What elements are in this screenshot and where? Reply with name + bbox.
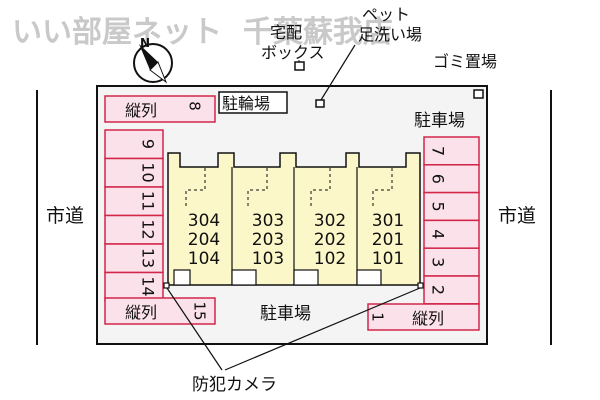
- camera-marker-right: [417, 282, 424, 289]
- pet-label-line2: 足洗い場: [358, 25, 422, 44]
- parking-number-8: 8: [186, 101, 204, 111]
- parking-number-14: 14: [139, 276, 158, 296]
- parking-column-right: 7 6 5 4 3 2: [423, 136, 480, 305]
- parking-number-15: 15: [191, 301, 209, 320]
- unit-floor2-label: 204: [188, 230, 220, 250]
- gomi-label: ゴミ置場: [433, 52, 497, 71]
- parking-number-11: 11: [139, 191, 158, 211]
- bike-parking: [218, 91, 288, 114]
- parking-number-5: 5: [429, 202, 448, 212]
- parking-column-left: 9 10 11 12 13 14: [104, 129, 164, 302]
- road-label-right: 市道: [498, 205, 536, 227]
- parking-number-12: 12: [139, 219, 158, 239]
- takuhai-label-line2: ボックス: [261, 43, 325, 62]
- unit-floor1-label: 103: [252, 249, 284, 269]
- unit-floor1-label: 102: [314, 249, 346, 269]
- unit-floor2-label: 203: [252, 230, 284, 250]
- takuhai-label-line1: 宅配: [270, 23, 302, 42]
- parking-label-bottom: 駐車場: [260, 304, 311, 324]
- pet-label-line1: ペット: [362, 5, 410, 24]
- road-label-left: 市道: [46, 205, 84, 227]
- pet-pointer: [320, 44, 356, 101]
- compass-icon: N: [133, 36, 173, 84]
- parking-number-4: 4: [429, 229, 448, 239]
- unit-floor3-label: 304: [188, 211, 220, 231]
- takuhai-box: [294, 61, 305, 71]
- parking-number-13: 13: [139, 248, 158, 268]
- unit-floor1-label: 104: [188, 249, 220, 269]
- tate-label-bottom-right: 縦列: [412, 309, 444, 328]
- parking-number-9: 9: [139, 139, 158, 149]
- parking-slot-1: [367, 303, 480, 331]
- parking-slot-15: [104, 297, 216, 325]
- parking-slot-7: [423, 136, 480, 166]
- pet-wash-box: [315, 99, 325, 108]
- parking-slot-12: [104, 214, 164, 245]
- tate-label-bottom-left: 縦列: [125, 303, 157, 322]
- unit-floor3-label: 301: [372, 211, 404, 231]
- bike-label: 駐輪場: [222, 94, 270, 113]
- gomi-box: [473, 89, 484, 99]
- unit-floor1-label: 101: [372, 249, 404, 269]
- parking-number-6: 6: [429, 174, 448, 184]
- camera-label: 防犯カメラ: [192, 375, 277, 395]
- svg-text:N: N: [140, 36, 150, 50]
- camera-marker-left: [163, 282, 170, 289]
- parking-number-2: 2: [429, 285, 448, 295]
- parking-number-10: 10: [139, 162, 158, 182]
- parking-number-1: 1: [369, 312, 387, 322]
- camera-pointer-right: [224, 287, 421, 371]
- parking-slot-9: [104, 129, 164, 160]
- unit-floor2-label: 201: [372, 230, 404, 250]
- unit-floor3-label: 302: [314, 211, 346, 231]
- watermark-right: 千葉蘇我店: [243, 15, 393, 50]
- parking-label-top: 駐車場: [414, 111, 465, 131]
- tate-label-top-left: 縦列: [125, 101, 157, 120]
- parking-number-3: 3: [429, 257, 448, 267]
- unit-floor3-label: 303: [252, 211, 284, 231]
- camera-pointer-left: [166, 287, 223, 371]
- unit-floor2-label: 202: [314, 230, 346, 250]
- parking-number-7: 7: [429, 146, 448, 156]
- parking-slot-14: [104, 271, 164, 302]
- parking-slot-8: [104, 95, 216, 123]
- watermark-left: いい部屋ネット: [12, 15, 222, 50]
